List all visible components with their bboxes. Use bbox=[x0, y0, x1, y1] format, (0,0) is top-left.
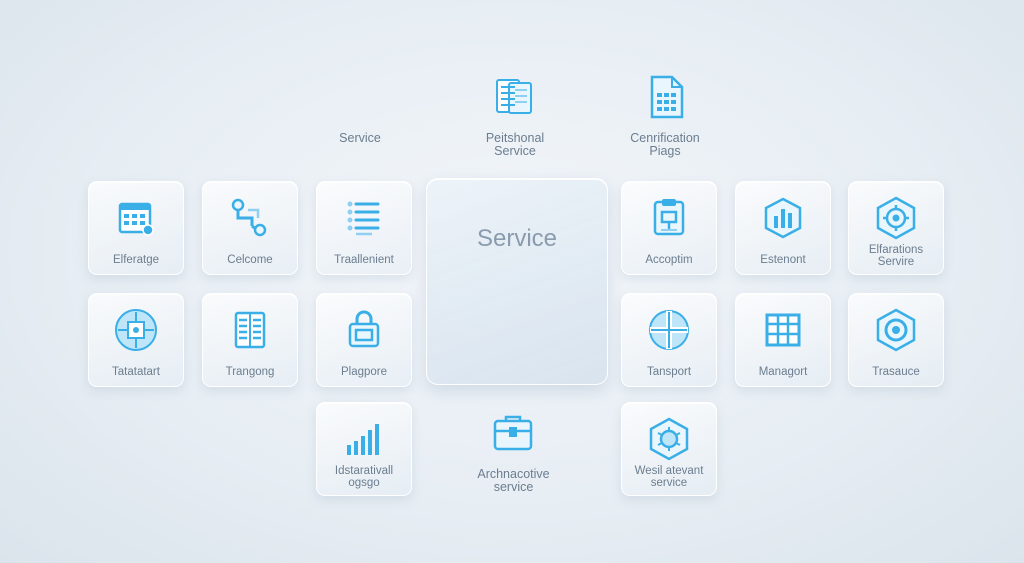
tile-label: Trasauce bbox=[872, 366, 920, 378]
tile-label: Accoptim bbox=[645, 254, 693, 266]
tile-label: Managort bbox=[758, 366, 808, 378]
table-icon bbox=[759, 306, 807, 354]
tile-accoptim[interactable]: Accoptim bbox=[621, 181, 717, 275]
hexagon-circle-icon bbox=[872, 306, 920, 354]
tile-tansport[interactable]: Tansport bbox=[621, 293, 717, 387]
briefcase-icon bbox=[488, 408, 538, 458]
tile-label: Idstarativall ogsgo bbox=[317, 465, 411, 489]
top-label-certification-line2: Piags bbox=[649, 144, 681, 158]
tile-label-line1: Elfarations bbox=[868, 244, 924, 256]
hexagon-chart-icon bbox=[759, 194, 807, 242]
list-icon bbox=[340, 194, 388, 242]
network-hexagon-icon bbox=[645, 415, 693, 463]
tile-label-line1: Idstarativall bbox=[334, 465, 394, 477]
tile-label: Elferatge bbox=[112, 254, 160, 266]
tile-label: Trangong bbox=[225, 366, 275, 378]
tile-elferatge[interactable]: Elferatge bbox=[88, 181, 184, 275]
tile-label: Elfarations Servire bbox=[849, 244, 943, 268]
tile-label-line2: service bbox=[650, 477, 688, 489]
lock-icon bbox=[340, 306, 388, 354]
tile-idstarativall[interactable]: Idstarativall ogsgo bbox=[316, 402, 412, 496]
tile-elfarations[interactable]: Elfarations Servire bbox=[848, 181, 944, 275]
tile-label: Plagpore bbox=[340, 366, 388, 378]
clipboard-icon bbox=[645, 194, 693, 242]
top-label-personal-line1: Peitshonal bbox=[485, 131, 545, 145]
tile-traallenient[interactable]: Traallenient bbox=[316, 181, 412, 275]
document-icon bbox=[488, 72, 538, 122]
tile-label: Estenont bbox=[760, 254, 806, 266]
top-label-personal: Peitshonal Service bbox=[470, 132, 560, 158]
target-icon bbox=[112, 306, 160, 354]
tile-label: Traallenient bbox=[334, 254, 394, 266]
top-label-service-text: Service bbox=[339, 131, 381, 145]
plus-circle-icon bbox=[645, 306, 693, 354]
center-service-label: Service bbox=[476, 225, 558, 252]
row3-label-archnacotive: Archnacotive service bbox=[466, 468, 561, 494]
row3-label-line1: Archnacotive bbox=[477, 467, 550, 481]
bar-chart-icon bbox=[340, 415, 388, 463]
tile-trasauce[interactable]: Trasauce bbox=[848, 293, 944, 387]
center-service-tile[interactable]: Service bbox=[426, 178, 608, 385]
tile-label: Wesil atevant service bbox=[622, 465, 716, 489]
tile-wesil-atevant[interactable]: Wesil atevant service bbox=[621, 402, 717, 496]
tile-plagpore[interactable]: Plagpore bbox=[316, 293, 412, 387]
top-label-certification-line1: Cenrification bbox=[630, 131, 700, 145]
tile-managort[interactable]: Managort bbox=[735, 293, 831, 387]
gear-hexagon-icon bbox=[872, 194, 920, 242]
top-label-personal-line2: Service bbox=[494, 144, 536, 158]
tile-celcome[interactable]: Celcome bbox=[202, 181, 298, 275]
flow-icon bbox=[226, 194, 274, 242]
row3-label-line2: service bbox=[493, 480, 534, 494]
tile-label: Tansport bbox=[646, 366, 692, 378]
top-label-service: Service bbox=[320, 132, 400, 145]
tile-label-line1: Wesil atevant bbox=[634, 465, 704, 477]
top-label-certification: Cenrification Piags bbox=[615, 132, 715, 158]
tile-label: Celcome bbox=[227, 254, 273, 266]
document-lines-icon bbox=[226, 306, 274, 354]
tile-label: Tatatatart bbox=[112, 366, 160, 378]
tile-estenont[interactable]: Estenont bbox=[735, 181, 831, 275]
tile-trangong[interactable]: Trangong bbox=[202, 293, 298, 387]
tile-label-line2: Servire bbox=[877, 256, 915, 268]
grid-document-icon bbox=[641, 72, 691, 122]
tile-label-line2: ogsgo bbox=[348, 477, 380, 489]
calendar-icon bbox=[112, 194, 160, 242]
tile-tatatatart[interactable]: Tatatatart bbox=[88, 293, 184, 387]
